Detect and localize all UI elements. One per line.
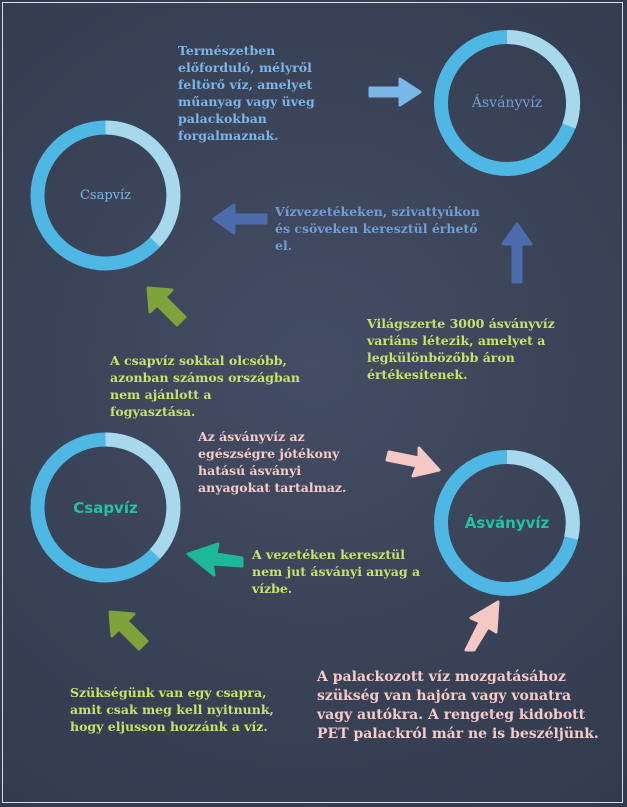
- health-text: Az ásványvíz az egészségre jótékony hatá…: [198, 429, 347, 495]
- ring-label: Ásványvíz: [464, 514, 550, 532]
- faucet-text: Szükségünk van egy csapra, amit csak meg…: [70, 685, 274, 734]
- ring-label: Csapvíz: [79, 188, 132, 203]
- no-minerals-text: A vezetéken keresztül nem jut ásványi an…: [252, 547, 421, 596]
- transport-text: A palackozott víz mozgatásához szükség v…: [317, 669, 599, 742]
- pipes-text: Vízvezetékeken, szivattyúkon és csöveken…: [275, 204, 480, 253]
- ring-label: Csapvíz: [73, 498, 138, 517]
- arrow-left-icon: [212, 202, 268, 236]
- arrow-diagonal-icon: [385, 440, 443, 482]
- arrow-diagonal-icon: [104, 606, 152, 654]
- arrow-diagonal-icon: [458, 600, 504, 652]
- ring-mineral-bottom: Ásványvíz: [432, 448, 582, 598]
- arrow-diagonal-icon: [142, 282, 190, 330]
- ring-tap-top: Csapvíz: [28, 118, 183, 273]
- ring-label: Ásványvíz: [471, 95, 543, 111]
- ring-mineral-top: Ásványvíz: [432, 28, 582, 178]
- arrow-right-icon: [368, 76, 422, 108]
- arrow-diagonal-icon: [186, 540, 244, 584]
- mineral-definition-text: Természetben előforduló, mélyről feltörő…: [178, 43, 315, 143]
- arrow-up-icon: [500, 222, 534, 284]
- ring-tap-bottom: Csapvíz: [28, 430, 183, 585]
- varieties-text: Világszerte 3000 ásványvíz variáns létez…: [367, 316, 555, 382]
- cheaper-text: A csapvíz sokkal olcsóbb, azonban számos…: [110, 353, 300, 419]
